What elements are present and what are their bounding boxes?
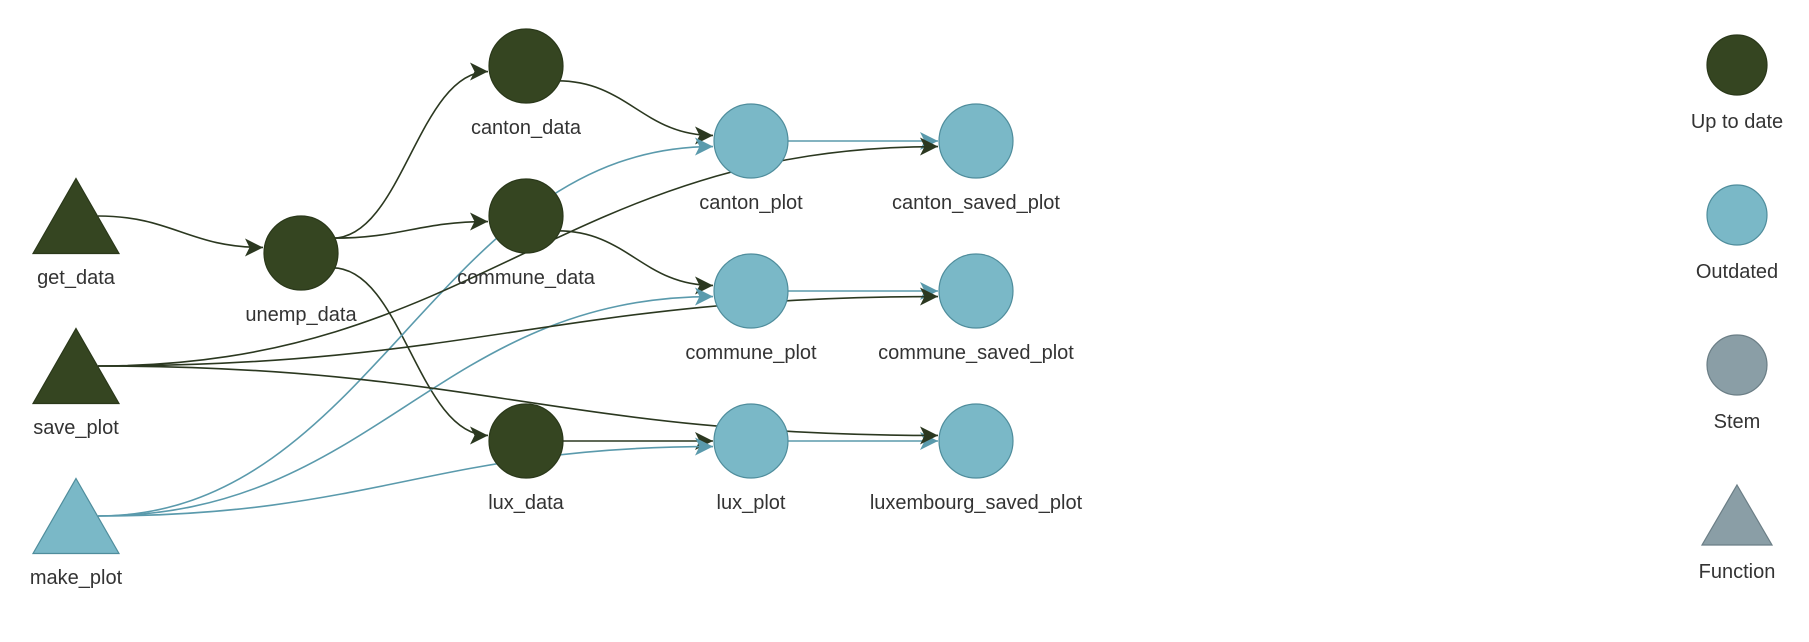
node-lux_plot-circle[interactable]	[713, 403, 789, 479]
node-canton_data[interactable]: canton_data	[471, 28, 582, 139]
legend-item-function: Function	[1699, 483, 1776, 583]
node-label: make_plot	[30, 567, 123, 589]
edges-layer	[97, 62, 939, 517]
node-label: unemp_data	[245, 304, 357, 326]
node-lux_plot[interactable]: lux_plot	[713, 403, 789, 514]
edge-make_plot-to-lux_plot	[97, 437, 714, 517]
node-lux_data[interactable]: lux_data	[488, 403, 565, 514]
edge-make_plot-to-canton_plot	[97, 137, 714, 517]
legend-label: Stem	[1714, 411, 1761, 433]
legend-circle	[1706, 334, 1768, 396]
node-canton_saved_plot[interactable]: canton_saved_plot	[892, 103, 1060, 214]
node-label: luxembourg_saved_plot	[870, 492, 1083, 514]
legend-item-stem: Stem	[1706, 334, 1768, 433]
node-label: commune_plot	[685, 342, 817, 364]
legend-circle	[1706, 184, 1768, 246]
edge-unemp_data-to-commune_data	[332, 212, 489, 239]
node-label: commune_data	[457, 267, 596, 289]
node-get_data[interactable]: get_data	[31, 177, 121, 290]
node-label: lux_plot	[717, 492, 786, 514]
node-get_data-triangle[interactable]	[31, 177, 121, 255]
edge-make_plot-to-commune_plot	[97, 287, 714, 517]
node-canton_plot-circle[interactable]	[713, 103, 789, 179]
node-save_plot-triangle[interactable]	[31, 327, 121, 405]
legend-item-outdated: Outdated	[1696, 184, 1778, 283]
node-label: canton_plot	[699, 192, 803, 214]
edge-save_plot-to-luxembourg_saved_plot	[97, 365, 939, 445]
node-make_plot-triangle[interactable]	[31, 477, 121, 555]
edge-save_plot-to-commune_saved_plot	[97, 287, 939, 367]
node-label: lux_data	[488, 492, 564, 514]
node-canton_saved_plot-circle[interactable]	[938, 103, 1014, 179]
legend-triangle	[1700, 483, 1774, 546]
node-lux_data-circle[interactable]	[488, 403, 564, 479]
node-canton_data-circle[interactable]	[488, 28, 564, 104]
node-luxembourg_saved_plot[interactable]: luxembourg_saved_plot	[870, 403, 1083, 514]
node-unemp_data-circle[interactable]	[263, 215, 339, 291]
node-commune_saved_plot[interactable]: commune_saved_plot	[878, 253, 1074, 364]
node-save_plot[interactable]: save_plot	[31, 327, 121, 440]
node-commune_data-circle[interactable]	[488, 178, 564, 254]
legend-label: Function	[1699, 561, 1776, 583]
edge-unemp_data-to-canton_data	[332, 62, 489, 239]
legend-circle	[1706, 34, 1768, 96]
edge-get_data-to-unemp_data	[97, 215, 264, 257]
node-label: get_data	[37, 267, 116, 289]
node-label: canton_data	[471, 117, 582, 139]
node-label: canton_saved_plot	[892, 192, 1060, 214]
node-commune_plot-circle[interactable]	[713, 253, 789, 329]
node-commune_saved_plot-circle[interactable]	[938, 253, 1014, 329]
nodes-layer: get_data save_plot make_plot unemp_data cant…	[30, 28, 1083, 590]
node-luxembourg_saved_plot-circle[interactable]	[938, 403, 1014, 479]
node-commune_data[interactable]: commune_data	[457, 178, 596, 289]
legend-label: Up to date	[1691, 111, 1783, 133]
node-commune_plot[interactable]: commune_plot	[685, 253, 817, 364]
node-canton_plot[interactable]: canton_plot	[699, 103, 803, 214]
edge-save_plot-to-canton_saved_plot	[97, 137, 939, 367]
edge-canton_data-to-canton_plot	[557, 80, 714, 145]
edge-commune_data-to-commune_plot	[557, 230, 714, 295]
legend-item-up-to-date: Up to date	[1691, 34, 1783, 133]
node-unemp_data[interactable]: unemp_data	[245, 215, 357, 326]
node-make_plot[interactable]: make_plot	[30, 477, 123, 590]
edge-unemp_data-to-lux_data	[332, 267, 489, 445]
node-label: save_plot	[33, 417, 119, 439]
legend-label: Outdated	[1696, 261, 1778, 283]
node-label: commune_saved_plot	[878, 342, 1074, 364]
